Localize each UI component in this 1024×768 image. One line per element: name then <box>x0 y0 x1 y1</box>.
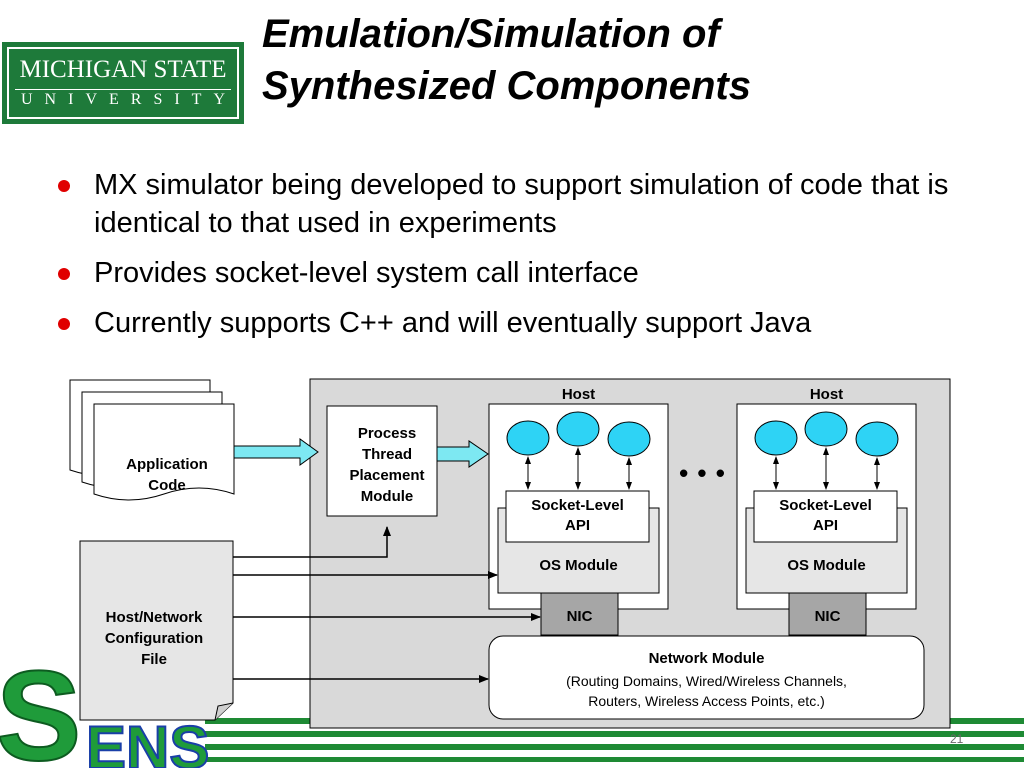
nic-label: NIC <box>566 608 593 625</box>
bullet-dot-icon <box>58 180 70 192</box>
process-node <box>506 420 550 456</box>
ptpm-to-host-arrow <box>436 440 489 468</box>
network-module-title: Network Module <box>648 650 765 667</box>
ptpm-line2: Thread <box>361 446 412 463</box>
footer-stripe <box>205 744 1024 750</box>
bullet-item: Provides socket-level system call interf… <box>58 254 998 292</box>
process-node <box>855 421 899 457</box>
msu-logo-line1: MICHIGAN STATE <box>19 56 227 83</box>
app-to-ptpm-arrow <box>233 438 319 466</box>
bullet-text: Provides socket-level system call interf… <box>94 257 639 289</box>
host-label: Host <box>561 386 596 403</box>
slide-number: 21 <box>950 732 964 746</box>
sens-logo-letters-ens: ENS <box>86 714 209 768</box>
socket-api-box <box>505 490 650 543</box>
application-code-document <box>69 379 235 501</box>
nic-label: NIC <box>814 608 841 625</box>
nic-box <box>540 592 619 636</box>
ptpm-box <box>326 405 438 517</box>
app-code-line2: Code <box>148 477 186 494</box>
ptpm-line4: Module <box>360 488 414 505</box>
config-file-fold <box>214 702 234 721</box>
msu-logo-rule <box>15 89 231 90</box>
socket-api-box <box>753 490 898 543</box>
msu-logo-border: MICHIGAN STATE UNIVERSITY <box>7 47 239 119</box>
bullet-text: MX simulator being developed to support … <box>94 169 949 239</box>
process-node <box>754 420 798 456</box>
bullet-text: Currently supports C++ and will eventual… <box>94 307 812 339</box>
slide-title-line1: Emulation/Simulation of <box>262 12 720 56</box>
app-code-line1: Application <box>126 456 208 473</box>
footer-stripe <box>205 731 1024 737</box>
socket-api-label: Socket-Level API <box>506 496 649 536</box>
msu-logo: MICHIGAN STATE UNIVERSITY <box>2 42 244 124</box>
process-node <box>607 421 651 457</box>
socket-api-label: Socket-Level API <box>754 496 897 536</box>
bullet-dot-icon <box>58 268 70 280</box>
ptpm-label: Process Thread Placement Module <box>327 423 447 507</box>
footer-stripe <box>205 757 1024 762</box>
bullet-item: Currently supports C++ and will eventual… <box>58 304 998 342</box>
process-node <box>804 411 848 447</box>
host-label: Host <box>809 386 844 403</box>
process-node <box>556 411 600 447</box>
socket-api-line1: Socket-Level <box>531 497 624 514</box>
sens-logo-letter-s: S <box>0 645 81 768</box>
ptpm-line3: Placement <box>349 467 425 484</box>
config-file-line1: Host/Network <box>105 609 203 626</box>
bullet-item: MX simulator being developed to support … <box>58 166 998 242</box>
network-module-line2: Routers, Wireless Access Points, etc.) <box>588 693 825 709</box>
config-file-line2: Configuration <box>104 630 204 647</box>
more-hosts-ellipsis: • • • <box>679 458 726 488</box>
network-module-description: (Routing Domains, Wired/Wireless Channel… <box>489 671 924 711</box>
ptpm-line1: Process <box>357 425 417 442</box>
nic-box <box>788 592 867 636</box>
application-code-label: Application Code <box>94 454 240 496</box>
sens-logo: S ENS <box>0 644 210 768</box>
config-file-label: Host/Network Configuration File <box>80 607 228 670</box>
socket-api-line2: API <box>812 517 838 534</box>
config-to-ptpm-arrow <box>233 526 391 558</box>
config-file-line3: File <box>141 651 167 668</box>
network-module-line1: (Routing Domains, Wired/Wireless Channel… <box>566 673 847 689</box>
socket-api-line2: API <box>564 517 590 534</box>
socket-api-line1: Socket-Level <box>779 497 872 514</box>
msu-logo-line2: UNIVERSITY <box>21 91 237 108</box>
slide-title: Emulation/Simulation of Synthesized Comp… <box>262 8 1002 112</box>
bullet-dot-icon <box>58 318 70 330</box>
os-module-label: OS Module <box>539 557 618 574</box>
os-module-label: OS Module <box>787 557 866 574</box>
slide-title-line2: Synthesized Components <box>262 64 751 108</box>
bullet-list: MX simulator being developed to support … <box>58 166 998 354</box>
network-module-box <box>488 635 925 720</box>
